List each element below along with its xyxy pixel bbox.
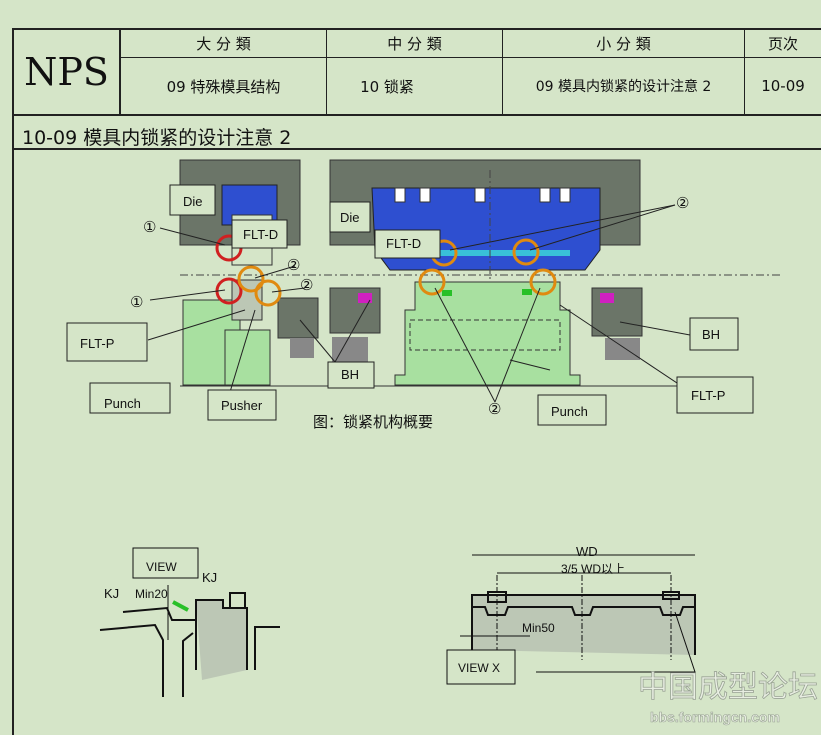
page-title: 10-09 模具内锁紧的设计注意 2 xyxy=(22,126,292,149)
value-middle: 10 锁紧 xyxy=(360,77,414,96)
col-header-page: 页次 xyxy=(767,35,798,53)
punch-right xyxy=(394,281,581,386)
marker-2-b: ② xyxy=(300,277,313,294)
value-major: 09 特殊模具结构 xyxy=(166,77,281,96)
wd-diagram xyxy=(446,554,696,685)
label-bh-right: BH xyxy=(702,327,720,342)
bh-left-block xyxy=(277,297,319,339)
watermark-url: bbs.formingcn.com xyxy=(650,709,780,725)
label-view-x: VIEW X xyxy=(458,661,500,675)
marker-1-top: ① xyxy=(143,219,156,236)
label-pusher: Pusher xyxy=(221,398,263,413)
label-flt-d-left: FLT-D xyxy=(243,227,278,242)
value-page: 10-09 xyxy=(761,77,805,95)
label-min20: Min20 xyxy=(135,587,168,601)
label-flt-d-right: FLT-D xyxy=(386,236,421,251)
label-die-right: Die xyxy=(340,210,360,225)
marker-2-d: ② xyxy=(488,401,501,418)
label-punch-right: Punch xyxy=(551,404,588,419)
lock-circles xyxy=(215,234,557,307)
label-kj-left: KJ xyxy=(104,586,119,601)
label-punch-left: Punch xyxy=(104,396,141,411)
kj-view-diagram xyxy=(99,547,280,697)
nps-logo: NPS xyxy=(24,50,109,94)
label-flt-p-left: FLT-P xyxy=(80,336,114,351)
bh-left-base xyxy=(290,338,314,358)
watermark-cn: 中国成型论坛 xyxy=(638,670,818,705)
col-header-middle: 中 分 類 xyxy=(387,35,442,53)
header-table xyxy=(12,28,821,150)
label-bh-center: BH xyxy=(341,367,359,382)
label-three-fifths-wd: 3/5 WD以上 xyxy=(561,562,625,576)
label-min50: Min50 xyxy=(522,621,555,635)
label-flt-p-right: FLT-P xyxy=(691,388,725,403)
punch-left xyxy=(182,279,271,386)
col-header-major: 大 分 類 xyxy=(196,35,251,53)
bh-right-block xyxy=(591,287,643,360)
leader-lines xyxy=(147,204,691,403)
label-wd: WD xyxy=(576,544,598,559)
marker-2-a: ② xyxy=(287,257,300,274)
label-die-left: Die xyxy=(183,194,203,209)
label-kj-right: KJ xyxy=(202,570,217,585)
diagram-caption: 图：锁紧机构概要 xyxy=(313,413,433,431)
bh-center-block xyxy=(329,287,381,362)
col-header-minor: 小 分 類 xyxy=(596,35,651,53)
label-view: VIEW xyxy=(146,560,177,574)
value-minor: 09 模具内锁紧的设计注意 2 xyxy=(535,79,712,95)
marker-2-c: ② xyxy=(676,195,689,212)
marker-1-bottom: ① xyxy=(130,294,143,311)
